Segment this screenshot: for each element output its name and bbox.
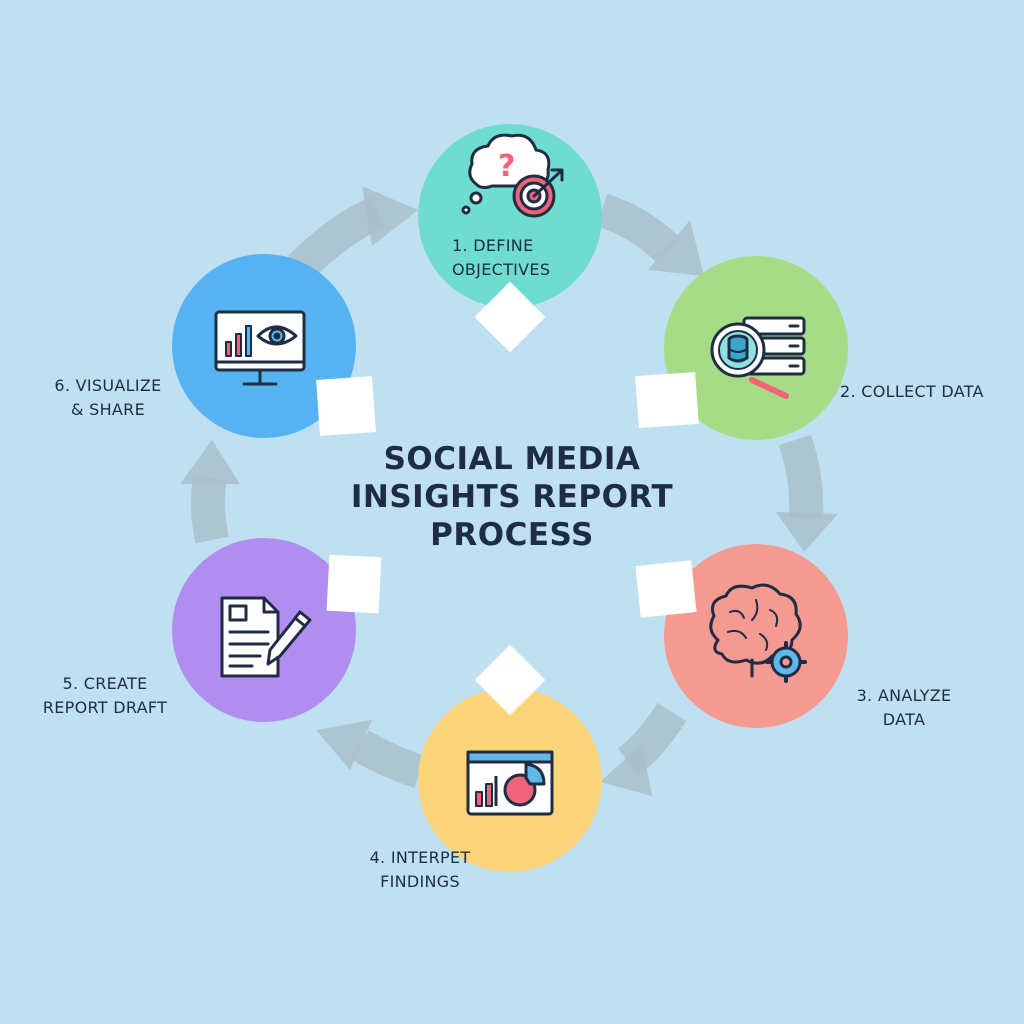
arrowhead-4-to-5 xyxy=(316,720,372,770)
connector-step-4 xyxy=(474,644,546,716)
question-cloud-target-icon: ? xyxy=(461,133,564,218)
database-magnifier-icon xyxy=(710,316,806,399)
step-2-label: 2. COLLECT DATA xyxy=(840,380,1010,404)
arrow-4-to-5 xyxy=(351,730,426,789)
connector-step-6 xyxy=(316,376,376,436)
step-5-label-line-1: 5. CREATE xyxy=(62,674,148,693)
monitor-eye-icon xyxy=(214,310,306,386)
step-2-label-line-1: 2. COLLECT DATA xyxy=(840,382,984,401)
step-5-label: 5. CREATE REPORT DRAFT xyxy=(30,672,180,720)
step-6-label-line-2: & SHARE xyxy=(70,400,146,419)
arrowhead-2-to-3 xyxy=(776,512,838,552)
step-3-label: 3. ANALYZE DATA xyxy=(844,684,964,732)
step-4-label: 4. INTERPET FINDINGS xyxy=(350,846,490,894)
step-5-label-line-2: REPORT DRAFT xyxy=(42,698,168,717)
arrowhead-1-to-2 xyxy=(648,220,704,276)
arrow-1-to-2 xyxy=(596,193,681,263)
title-line-1: SOCIAL MEDIA xyxy=(383,441,641,477)
title-line-2: INSIGHTS REPORT xyxy=(350,479,674,515)
connector-step-1 xyxy=(474,281,546,353)
step-6-label-line-1: 6. VISUALIZE xyxy=(54,376,162,395)
document-pencil-icon xyxy=(220,596,312,678)
arrowhead-5-to-6 xyxy=(180,440,240,484)
arrow-6-to-1 xyxy=(287,196,385,281)
arrow-5-to-6 xyxy=(190,474,229,544)
step-1-label-line-1: 1. DEFINE xyxy=(452,236,534,255)
svg-text:?: ? xyxy=(498,149,515,184)
step-1-label: 1. DEFINE OBJECTIVES xyxy=(452,234,572,282)
connector-step-3 xyxy=(635,560,697,618)
dashboard-charts-icon xyxy=(466,750,554,816)
step-4-label-line-1: 4. INTERPET xyxy=(369,848,471,867)
arrowhead-6-to-1 xyxy=(362,186,418,246)
connector-shapes xyxy=(316,281,699,716)
brain-gear-icon xyxy=(709,583,807,683)
arrowhead-3-to-4 xyxy=(600,744,652,796)
step-6-label: 6. VISUALIZE & SHARE xyxy=(38,374,178,422)
connector-step-2 xyxy=(635,371,699,429)
step-3-label-line-1: 3. ANALYZE xyxy=(856,686,952,705)
step-1-label-line-2: OBJECTIVES xyxy=(452,260,551,279)
title-line-3: PROCESS xyxy=(430,517,594,553)
cycle-arrowheads xyxy=(180,186,838,796)
arrow-2-to-3 xyxy=(778,434,824,519)
step-4-label-line-2: FINDINGS xyxy=(380,872,460,891)
step-3-label-line-2: DATA xyxy=(882,710,926,729)
diagram-title: SOCIAL MEDIA INSIGHTS REPORT PROCESS xyxy=(312,440,712,554)
connector-step-5 xyxy=(326,554,382,614)
